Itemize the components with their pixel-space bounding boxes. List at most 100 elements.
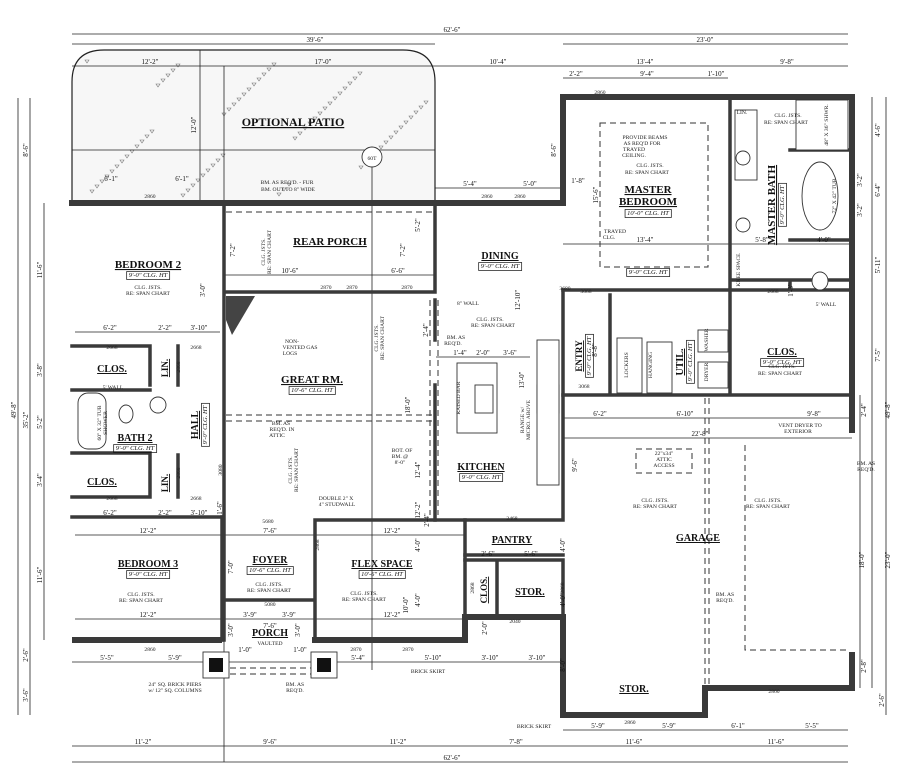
ceiling-height-label: 9'-0" CLG. HT xyxy=(116,445,155,452)
annotation-note: CLG. JSTS. xyxy=(774,113,802,119)
annotation-note: HANGING xyxy=(648,352,654,378)
room-label: KITCHEN xyxy=(457,462,505,473)
dimension-label: 11'-2" xyxy=(135,738,152,746)
annotation-note: 72" X 42" TUB xyxy=(832,178,838,213)
dimension-label: 7'-2" xyxy=(229,243,237,257)
annotation-note: CLG. JSTS. xyxy=(476,317,504,323)
annotation-note: ATTIC xyxy=(269,433,285,439)
annotation-note: ACCESS xyxy=(653,463,674,469)
annotation-note: REQ'D. xyxy=(716,598,734,604)
dimension-label: 3'-0" xyxy=(294,623,302,637)
dimension-label: 4'-0" xyxy=(559,593,567,607)
ceiling-height-box xyxy=(126,570,171,579)
ceiling-height-label: 9'-0" CLG. HT xyxy=(763,359,802,366)
dimension-label: 3'-10" xyxy=(191,509,208,517)
dimension-label: 11'-6" xyxy=(36,262,44,279)
annotation-note: CLG. JSTS. xyxy=(754,498,782,504)
dimension-label: 3'-6" xyxy=(503,349,517,357)
annotation-note: CLG. JSTS. xyxy=(636,163,664,169)
annotation-note: CLG. JSTS. xyxy=(641,498,669,504)
annotation-note: LIN. xyxy=(737,110,748,116)
room-label: FOYER xyxy=(253,555,289,566)
room-label: BEDROOM 2 xyxy=(115,259,182,271)
ceiling-height-box xyxy=(626,268,671,277)
door-window-code: 2040 xyxy=(509,619,520,625)
dimension-label: 1'-6" xyxy=(216,501,224,515)
dimension-label: 12'-2" xyxy=(414,501,422,518)
dimension-label: 12'-2" xyxy=(142,58,159,66)
annotation-note: VENTED GAS xyxy=(283,345,318,351)
annotation-note: BM. AS xyxy=(716,592,734,598)
annotation-note: RE: SPAN CHART xyxy=(380,315,386,359)
annotation-note: RANGE w/ xyxy=(520,406,526,433)
annotation-note: CLG. xyxy=(603,235,616,241)
annotation-note: 24" SQ. BRICK PIERS xyxy=(149,682,202,688)
door-window-code: 3080 xyxy=(218,464,224,475)
ceiling-height-box xyxy=(459,473,504,482)
annotation-note: BM. AS xyxy=(857,461,875,467)
dimension-label: 5'-6" xyxy=(524,550,538,558)
dimension-label: 3'-4" xyxy=(36,473,44,487)
dimension-label: 2'-6" xyxy=(878,693,886,707)
dimension-label: 7'-6" xyxy=(263,527,277,535)
fixtures xyxy=(77,99,849,679)
annotation-note: RE: SPAN CHART xyxy=(119,598,163,604)
room-label: CLOS. xyxy=(87,477,117,488)
annotation-note: RE: SPAN CHART xyxy=(247,588,291,594)
ceiling-height-box xyxy=(201,402,210,447)
annotation-note: CLG. JSTS. xyxy=(374,324,380,352)
dimension-label: 12'-0" xyxy=(190,116,198,133)
dimension-label: 4'-6" xyxy=(874,123,882,137)
dimension-label: 10'-6" xyxy=(282,267,299,275)
annotation-note: 60T xyxy=(367,156,377,162)
dimension-label: 6'-1" xyxy=(731,722,745,730)
dimension-label: 2'-6" xyxy=(22,648,30,662)
dimension-label: 3'-9" xyxy=(282,611,296,619)
dimension-label: 5'-4" xyxy=(463,180,477,188)
annotation-note: RE: SPAN CHART xyxy=(764,120,808,126)
dimension-label: 6'-2" xyxy=(103,509,117,517)
dimension-label: 2'-8" xyxy=(860,659,868,673)
annotation-note: RE: SPAN CHART xyxy=(633,504,677,510)
dimension-label: 8'-6" xyxy=(550,143,558,157)
ceiling-height-box xyxy=(778,182,787,227)
annotation-note: RE: SPAN CHART xyxy=(294,447,300,491)
dimension-label: 5'-2" xyxy=(414,218,422,232)
dimension-label: 7'-6" xyxy=(263,622,277,630)
annotation-note: DOUBLE 2" X xyxy=(319,496,354,502)
door-window-code: 2870 xyxy=(346,285,357,291)
ceiling-height-box xyxy=(585,333,594,378)
dimension-label: 4'-0" xyxy=(414,593,422,607)
dimension-label: 11'-2" xyxy=(390,738,407,746)
dimension-label: 1'-0" xyxy=(293,646,307,654)
dimension-label: 9'-8" xyxy=(807,410,821,418)
door-window-code: 3680 xyxy=(559,286,570,292)
dimension-label: 8'-8" xyxy=(591,343,599,357)
annotation-note: RE: SPAN CHART xyxy=(126,291,170,297)
annotation-note: 8'-0" xyxy=(395,460,406,466)
dimension-label: 3'-8" xyxy=(36,363,44,377)
dimension-label: 62'-6" xyxy=(444,754,461,762)
annotation-note: TRAYED xyxy=(604,229,626,235)
room-label: ENTRY xyxy=(574,340,584,372)
ceiling-height-label: 10'-0" CLG. HT xyxy=(627,210,669,217)
dimension-label: 1'-10" xyxy=(708,70,725,78)
dimension-label: 3'-10" xyxy=(529,654,546,662)
door-window-code: 2870 xyxy=(350,647,361,653)
door-window-code: 2868 xyxy=(176,467,182,478)
room-label: MASTER BATH xyxy=(766,164,778,245)
dimension-label: 9'-8" xyxy=(780,58,794,66)
dimension-label: 23'-0" xyxy=(884,551,892,568)
room-label: BATH 2 xyxy=(117,433,152,444)
dimension-label: 12'-2" xyxy=(140,611,157,619)
dimension-label: 6'-2" xyxy=(593,410,607,418)
dimension-label: 6'-4" xyxy=(874,183,882,197)
walls xyxy=(69,94,855,718)
dimension-label: 10'-4" xyxy=(490,58,507,66)
dimension-label: 3'-10" xyxy=(191,324,208,332)
door-window-code: 2870 xyxy=(401,285,412,291)
dimension-label: 5'-4" xyxy=(351,654,365,662)
door-window-code: 2668 xyxy=(190,345,201,351)
ceiling-height-box xyxy=(113,444,158,453)
